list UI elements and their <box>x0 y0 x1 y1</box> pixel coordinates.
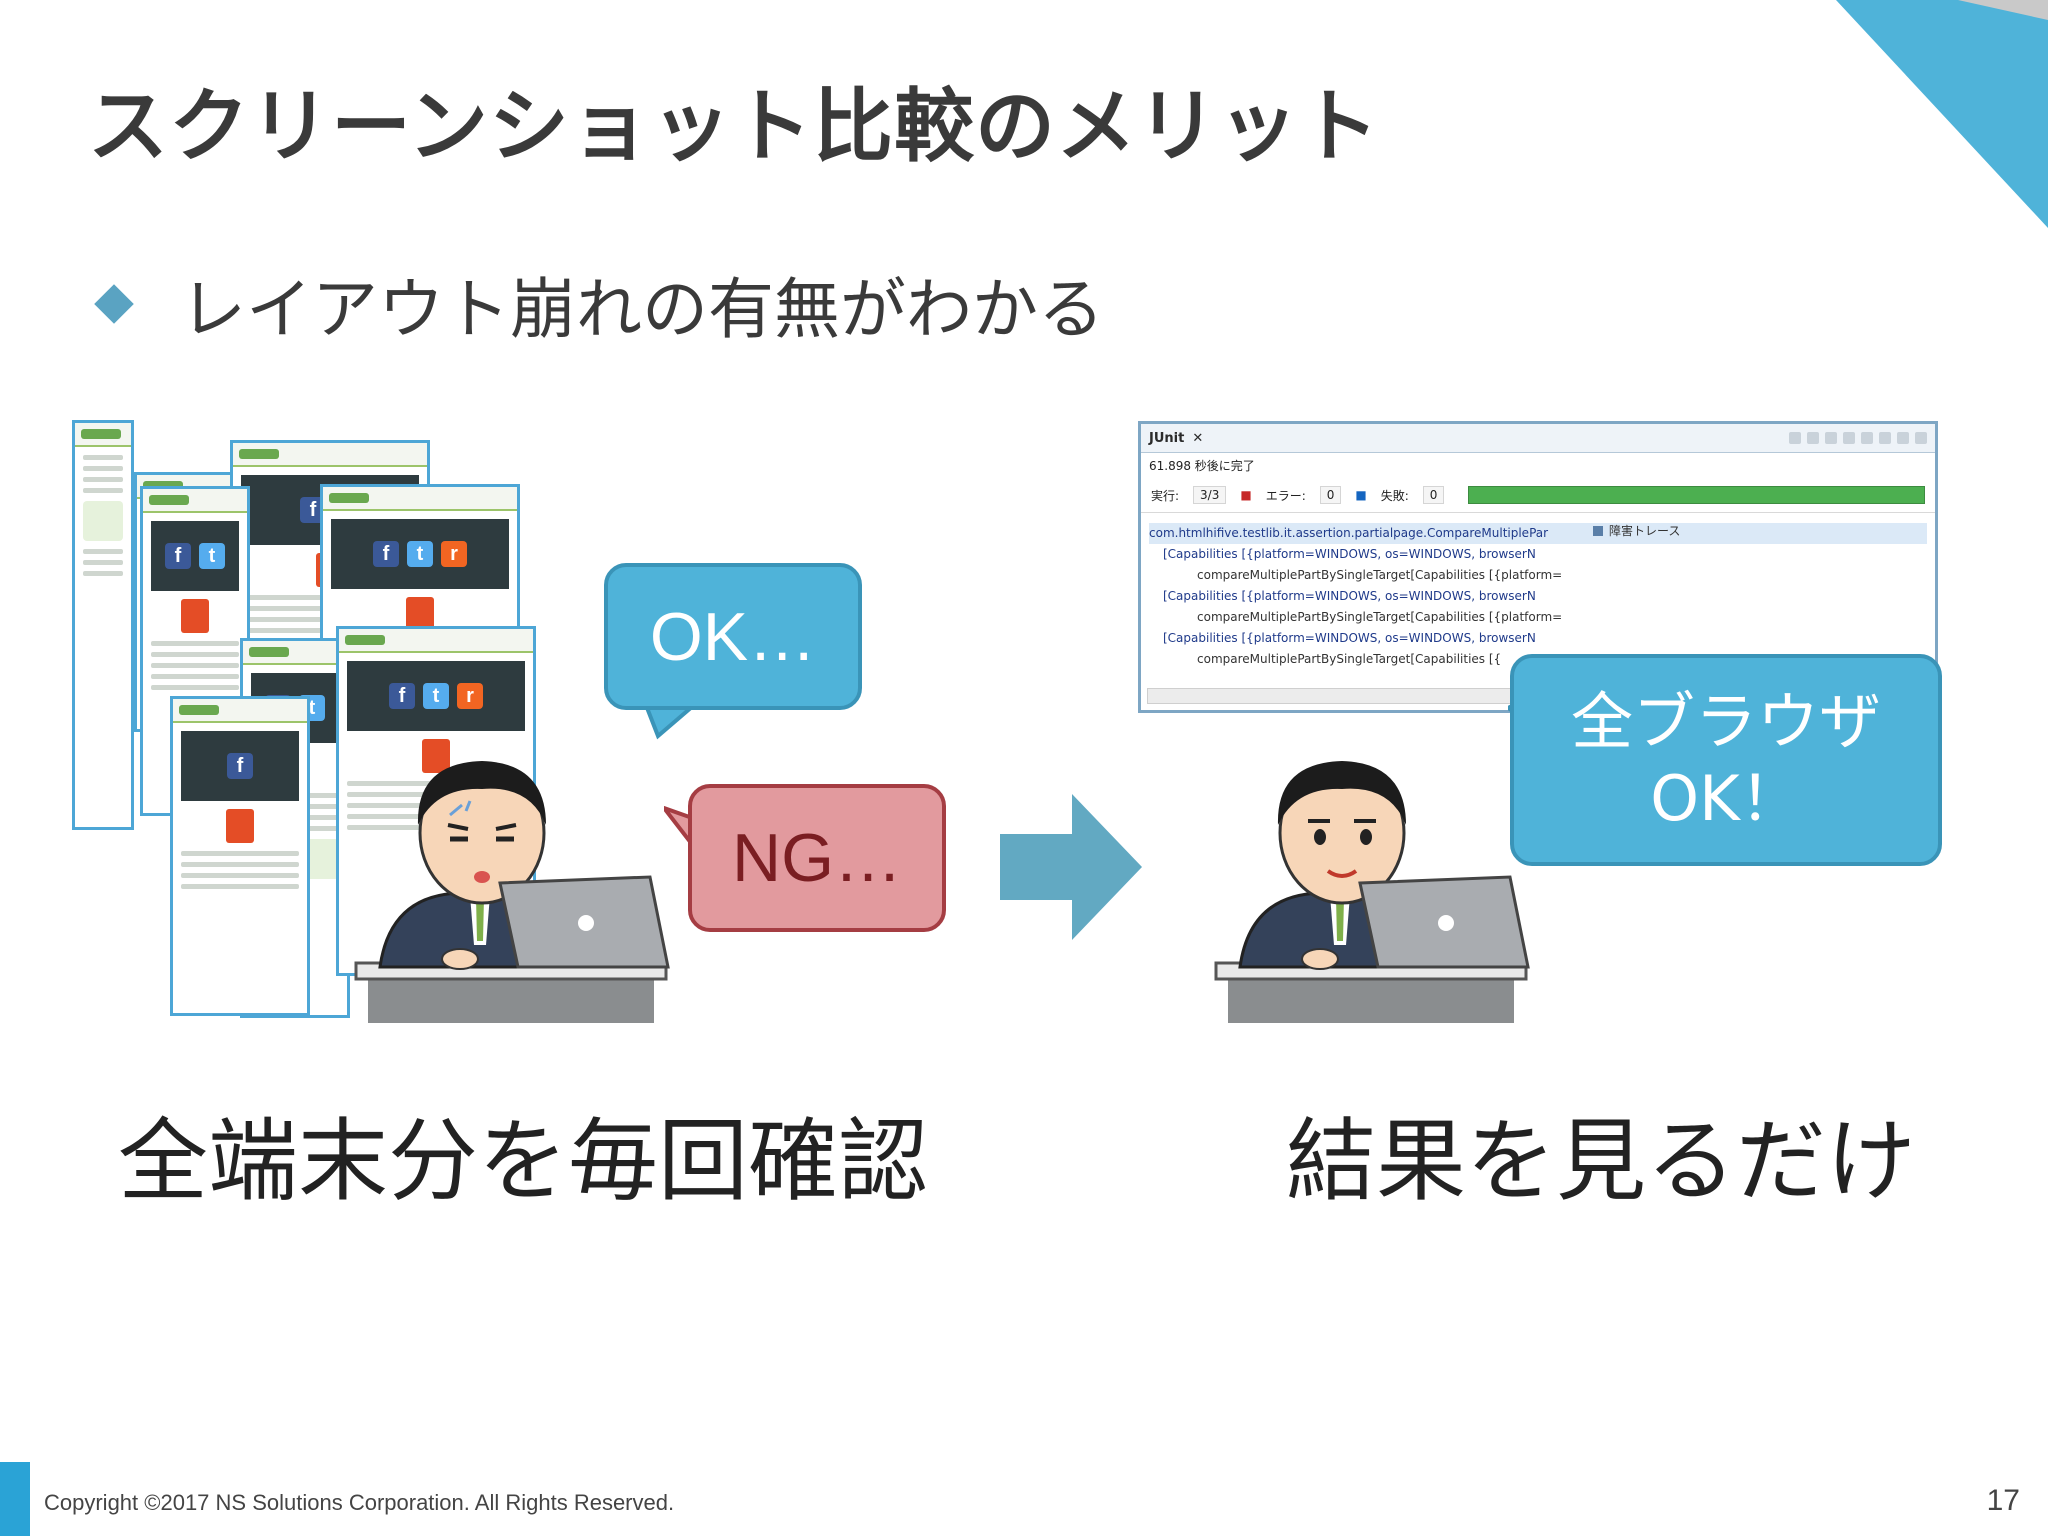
runs-value: 3/3 <box>1193 486 1227 504</box>
all-browsers-ok-line2: OK！ <box>1650 762 1802 835</box>
junit-test-tree[interactable]: com.htmlhifive.testlib.it.assertion.part… <box>1141 513 1935 680</box>
previous-failure-icon[interactable] <box>1807 432 1819 444</box>
worried-worker-illustration <box>354 761 670 1023</box>
page-number: 17 <box>1986 1484 2020 1517</box>
screenshot-stack: f ft ftr ft ft ftr f <box>70 410 550 1018</box>
bullet-text: レイアウト崩れの有無がわかる <box>180 271 1104 348</box>
copyright: Copyright ©2017 NS Solutions Corporation… <box>44 1490 675 1515</box>
errors-value: 0 <box>1319 486 1342 504</box>
ok-speech-bubble: OK… <box>604 563 862 710</box>
failure-trace-label: 障害トレース <box>1609 524 1681 538</box>
failures-icon: ■ <box>1355 488 1367 502</box>
failures-value: 0 <box>1422 486 1445 504</box>
stop-icon[interactable] <box>1861 432 1873 444</box>
failure-trace-icon <box>1593 525 1603 536</box>
rerun-icon[interactable] <box>1843 432 1855 444</box>
corner-decoration <box>1836 0 2048 228</box>
ng-speech-bubble: NG… <box>688 784 946 932</box>
tree-item[interactable]: compareMultiplePartBySingleTarget[Capabi… <box>1197 652 1502 666</box>
close-icon[interactable]: ✕ <box>1192 430 1204 446</box>
slide-title: スクリーンショット比較のメリット <box>88 80 1380 173</box>
tree-item[interactable]: com.htmlhifive.testlib.it.assertion.part… <box>1149 523 1927 544</box>
happy-worker-illustration <box>1214 761 1530 1023</box>
tree-item[interactable]: [Capabilities [{platform=WINDOWS, os=WIN… <box>1163 589 1536 603</box>
maximize-icon[interactable] <box>1915 432 1927 444</box>
screenshot-thumbnail <box>72 420 134 830</box>
all-browsers-ok-bubble: 全ブラウザ OK！ <box>1510 654 1942 866</box>
caption-check-all-devices: 全端末分を毎回確認 <box>118 1109 928 1214</box>
minimize-icon[interactable] <box>1897 432 1909 444</box>
tree-item[interactable]: [Capabilities [{platform=WINDOWS, os=WIN… <box>1163 547 1536 561</box>
runs-label: 実行: <box>1151 488 1180 503</box>
junit-progress-bar <box>1468 486 1925 504</box>
tree-item[interactable]: [Capabilities [{platform=WINDOWS, os=WIN… <box>1163 631 1536 645</box>
history-icon[interactable] <box>1825 432 1837 444</box>
tree-item[interactable]: compareMultiplePartBySingleTarget[Capabi… <box>1197 568 1563 582</box>
junit-status: 61.898 秒後に完了 <box>1149 459 1255 473</box>
errors-label: エラー: <box>1265 488 1306 503</box>
right-arrow-icon <box>1000 794 1142 940</box>
view-menu-icon[interactable] <box>1879 432 1891 444</box>
tree-item[interactable]: compareMultiplePartBySingleTarget[Capabi… <box>1197 610 1563 624</box>
caption-just-see-results: 結果を見るだけ <box>1286 1109 1916 1214</box>
bullet-point: レイアウト崩れの有無がわかる <box>94 256 1104 352</box>
failures-label: 失敗: <box>1380 488 1409 503</box>
junit-tabbar: JUnit ✕ <box>1141 424 1935 453</box>
junit-tab[interactable]: JUnit <box>1149 430 1185 446</box>
junit-toolbar <box>1789 432 1927 444</box>
failure-trace-header: 障害トレース <box>1593 522 1680 539</box>
footer-accent-bar <box>0 1462 30 1536</box>
junit-counters: 実行: 3/3 ■ エラー: 0 ■ 失敗: 0 <box>1141 478 1935 513</box>
bullet-diamond-icon <box>94 284 134 324</box>
next-failure-icon[interactable] <box>1789 432 1801 444</box>
errors-icon: ■ <box>1240 488 1252 502</box>
screenshot-thumbnail: f <box>170 696 310 1016</box>
all-browsers-ok-line1: 全ブラウザ <box>1570 684 1881 758</box>
